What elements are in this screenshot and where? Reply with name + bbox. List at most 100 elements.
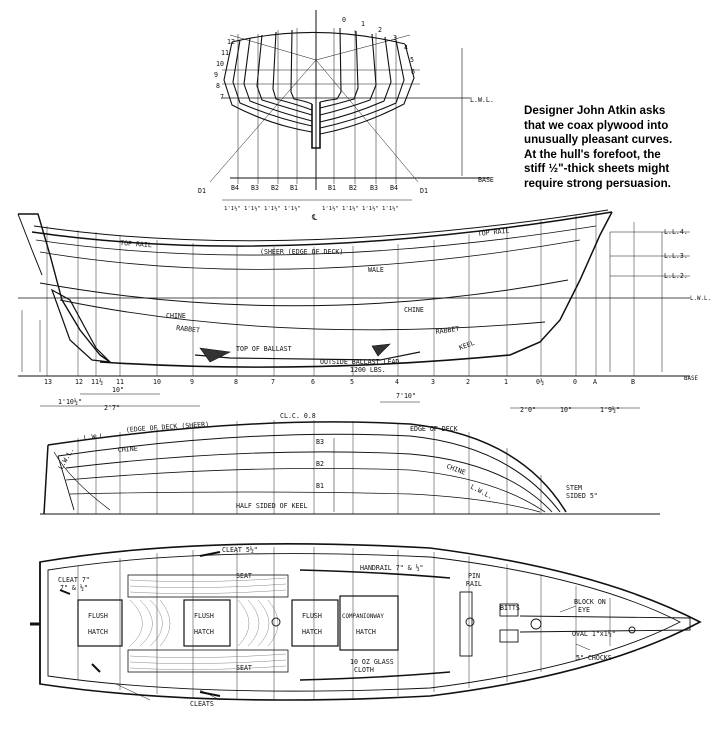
- wale-label: WALE: [368, 266, 384, 274]
- body-dim: 1'1½": [342, 205, 359, 212]
- body-station-0: 0: [342, 16, 346, 24]
- top-of-ballast-label: TOP OF BALLAST: [236, 345, 292, 353]
- drawing-labels: 12 11 10 9 8 7 0 1 2 3 4 5 6 L.W.L. BASE…: [44, 16, 711, 708]
- pin-rail-label: RAIL: [466, 580, 482, 588]
- sheer-label: (SHEER (EDGE OF DECK): [260, 248, 343, 256]
- sheer-profile: [17, 209, 690, 409]
- station-number: A: [593, 378, 597, 386]
- glass-cloth-label: CLOTH: [354, 666, 374, 674]
- profile-dim: 2'0": [520, 406, 536, 414]
- half-sided-keel-label: HALF SIDED OF KEEL: [236, 502, 307, 510]
- body-station-11: 11: [221, 49, 229, 57]
- station-number: 2: [466, 378, 470, 386]
- station-number: 3: [431, 378, 435, 386]
- body-buttock-label: B2: [349, 184, 357, 192]
- body-station-8: 8: [216, 82, 220, 90]
- body-station-10: 10: [216, 60, 224, 68]
- seat-top-label: SEAT: [236, 572, 252, 580]
- station-number: 12: [75, 378, 83, 386]
- body-dim: 1'1½": [284, 205, 301, 212]
- body-base-label: BASE: [478, 176, 494, 184]
- chine-fwd-label: CHINE: [404, 306, 424, 314]
- profile-dim: 2'7": [104, 404, 120, 412]
- bitts-label: BITTS: [500, 604, 520, 612]
- station-number: 5: [350, 378, 354, 386]
- block-on-eye-label: EYE: [578, 606, 590, 614]
- station-number: 8: [234, 378, 238, 386]
- body-buttock-label: B1: [328, 184, 336, 192]
- block-on-eye-label: BLOCK ON: [574, 598, 606, 606]
- chine-aft-label: CHINE: [166, 312, 186, 320]
- profile-dim: 10": [112, 386, 124, 394]
- body-station-3: 3: [393, 34, 397, 42]
- waterline-ll2: L.L.2.: [664, 272, 688, 280]
- edge-of-deck-fwd-label: EDGE OF DECK: [410, 425, 458, 433]
- body-buttock-label: B4: [390, 184, 398, 192]
- top-rail-aft-label: TOP RAIL: [120, 239, 152, 249]
- station-number: 0½: [536, 378, 544, 386]
- profile-base-label: BASE: [684, 376, 698, 382]
- profile-dim: 7'10": [396, 392, 416, 400]
- station-number: 6: [311, 378, 315, 386]
- companionway-label: COMPANIONWAY: [342, 614, 384, 620]
- station-number: 1: [504, 378, 508, 386]
- profile-dim: 10": [560, 406, 572, 414]
- half-breadth-buttock: B1: [316, 482, 324, 490]
- edge-of-deck-aft-label: (EDGE OF DECK (SHEER): [126, 420, 210, 434]
- caption-line: At the hull's forefoot, the: [524, 147, 661, 161]
- station-number: 4: [395, 378, 399, 386]
- body-dim: 1'1½": [322, 205, 339, 212]
- half-breadth-buttock: B3: [316, 438, 324, 446]
- body-dim: 1'1½": [264, 205, 281, 212]
- half-breadth-buttock: B2: [316, 460, 324, 468]
- body-station-6: 6: [411, 68, 415, 76]
- rabbet-fwd-label: RABBET: [435, 325, 460, 336]
- cleat-left-label: CLEAT 7": [58, 576, 90, 584]
- body-centerline-mark: ℄: [311, 213, 318, 222]
- caption-line: require strong persuasion.: [524, 176, 671, 190]
- waterline-ll4: L.L.4.: [664, 228, 688, 236]
- body-buttock-label: B1: [290, 184, 298, 192]
- body-station-4: 4: [404, 44, 408, 52]
- deck-plan: [30, 543, 702, 701]
- lwl-aft-label: L.W.L.: [83, 432, 108, 442]
- station-number: 10: [153, 378, 161, 386]
- body-plan: [209, 10, 490, 201]
- oval-label: OVAL 1"x1½": [572, 630, 616, 638]
- cleat-left2-label: 7" & ½": [60, 584, 88, 592]
- stem-sided-label: SIDED 5": [566, 492, 598, 500]
- waterline-ll3: L.L.3.: [664, 252, 688, 260]
- station-number: 0: [573, 378, 577, 386]
- flush-hatch-3: HATCH: [302, 628, 322, 636]
- rabbet-aft-label: RABBET: [176, 324, 201, 334]
- body-buttock-label: B2: [271, 184, 279, 192]
- body-d1-right: D1: [420, 187, 428, 195]
- station-number: 13: [44, 378, 52, 386]
- outside-ballast-label: OUTSIDE BALLAST LEAD: [320, 358, 399, 366]
- body-buttock-label: B4: [231, 184, 239, 192]
- body-station-2: 2: [378, 26, 382, 34]
- cleats-bottom-label: CLEATS: [190, 700, 214, 708]
- cleat-top-label: CLEAT 5½": [222, 546, 258, 554]
- body-d1-left: D1: [198, 187, 206, 195]
- caption-line: Designer John Atkin asks: [524, 104, 666, 117]
- body-dim: 1'1½": [362, 205, 379, 212]
- body-buttock-label: B3: [370, 184, 378, 192]
- body-buttock-label: B3: [251, 184, 259, 192]
- station-number: 9: [190, 378, 194, 386]
- body-station-7: 7: [220, 93, 224, 101]
- profile-dim: 1'9½": [600, 406, 620, 414]
- body-station-5: 5: [410, 56, 414, 64]
- flush-hatch-2: HATCH: [194, 628, 214, 636]
- caption-line: unusually pleasant curves.: [524, 133, 673, 147]
- body-dim: 1'1½": [244, 205, 261, 212]
- companionway-hatch-label: HATCH: [356, 628, 376, 636]
- chine-aft-label: CHINE: [118, 445, 138, 454]
- station-spacing-label: CL.C. 0.8: [280, 412, 316, 420]
- top-rail-fwd-label: TOP RAIL: [477, 227, 509, 238]
- seat-bottom-label: SEAT: [236, 664, 252, 672]
- station-number: 11½: [91, 378, 103, 386]
- caption-line: stiff ½"-thick sheets might: [524, 162, 670, 176]
- article-caption: Designer John Atkin asks that we coax pl…: [524, 104, 716, 192]
